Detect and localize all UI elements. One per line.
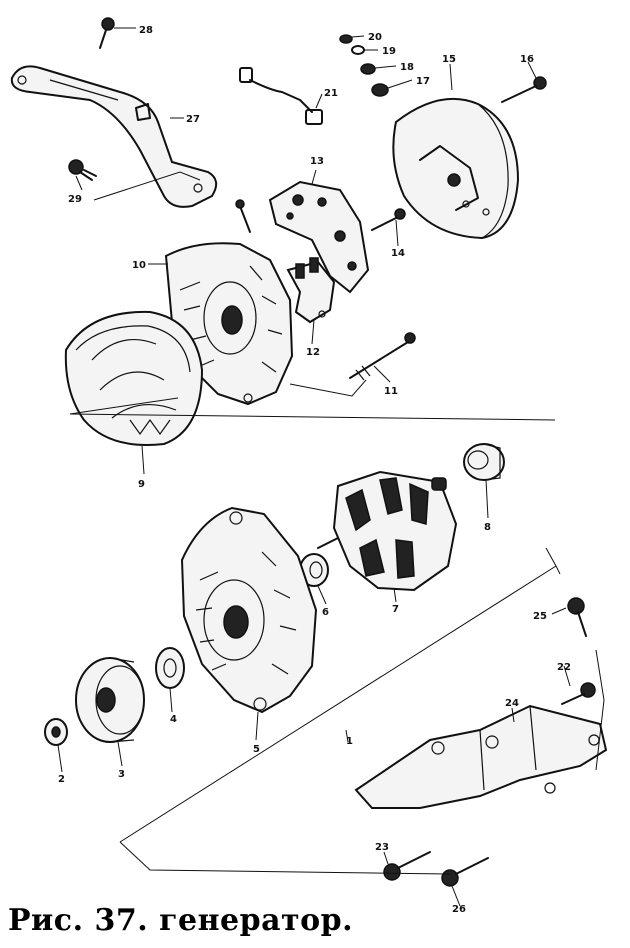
- part-2-nut: [44, 718, 68, 746]
- label-1: 1: [346, 736, 353, 747]
- part-23-bolt: [383, 851, 431, 881]
- label-18: 18: [400, 62, 414, 73]
- label-25: 25: [533, 611, 547, 622]
- part-4-spacer: [155, 647, 185, 689]
- part-18-nut: [360, 63, 376, 75]
- label-7: 7: [392, 604, 399, 615]
- label-17: 17: [416, 76, 430, 87]
- part-14-screw: [371, 208, 406, 231]
- label-26: 26: [452, 904, 466, 915]
- part-24-mounting-bracket: [354, 704, 608, 809]
- part-12-brush-holder: [286, 257, 336, 324]
- part-21-wire: [239, 67, 323, 125]
- label-2: 2: [58, 774, 65, 785]
- label-14: 14: [391, 248, 405, 259]
- label-12: 12: [306, 347, 320, 358]
- label-15: 15: [442, 54, 456, 65]
- label-3: 3: [118, 769, 125, 780]
- part-7-rotor: [317, 470, 458, 592]
- label-27: 27: [186, 114, 200, 125]
- label-11: 11: [384, 386, 398, 397]
- label-10: 10: [132, 260, 146, 271]
- label-9: 9: [138, 479, 145, 490]
- part-8-bearing: [463, 443, 505, 481]
- part-26-bolt: [441, 857, 489, 887]
- label-16: 16: [520, 54, 534, 65]
- figure-caption: Рис. 37. генератор.: [8, 903, 354, 938]
- part-28-bolt: [99, 17, 115, 49]
- label-21: 21: [324, 88, 338, 99]
- label-5: 5: [253, 744, 260, 755]
- label-4: 4: [170, 714, 177, 725]
- part-29-bolt: [68, 159, 97, 181]
- part-13-rectifier: [268, 180, 370, 294]
- part-27-adjusting-bracket: [10, 65, 218, 208]
- part-22-bolt: [561, 682, 596, 705]
- part-25-bolt: [567, 597, 587, 637]
- label-6: 6: [322, 607, 329, 618]
- label-8: 8: [484, 522, 491, 533]
- part-19-washer: [351, 45, 365, 55]
- part-16-through-bolt: [501, 76, 547, 103]
- label-24: 24: [505, 698, 519, 709]
- label-23: 23: [375, 842, 389, 853]
- assembly-bracket-lines: [69, 171, 605, 875]
- part-15-rear-cover: [392, 97, 520, 240]
- part-3-pulley: [75, 657, 145, 743]
- part-5-front-housing: [180, 506, 318, 714]
- part-9-stator: [64, 310, 204, 446]
- label-28: 28: [139, 25, 153, 36]
- label-22: 22: [557, 662, 571, 673]
- part-20-nut: [339, 34, 353, 44]
- label-20: 20: [368, 32, 382, 43]
- label-13: 13: [310, 156, 324, 167]
- part-17-insulator: [371, 83, 389, 97]
- leader-lines: [57, 27, 571, 907]
- part-11-long-bolt: [349, 332, 416, 381]
- label-29: 29: [68, 194, 82, 205]
- label-19: 19: [382, 46, 396, 57]
